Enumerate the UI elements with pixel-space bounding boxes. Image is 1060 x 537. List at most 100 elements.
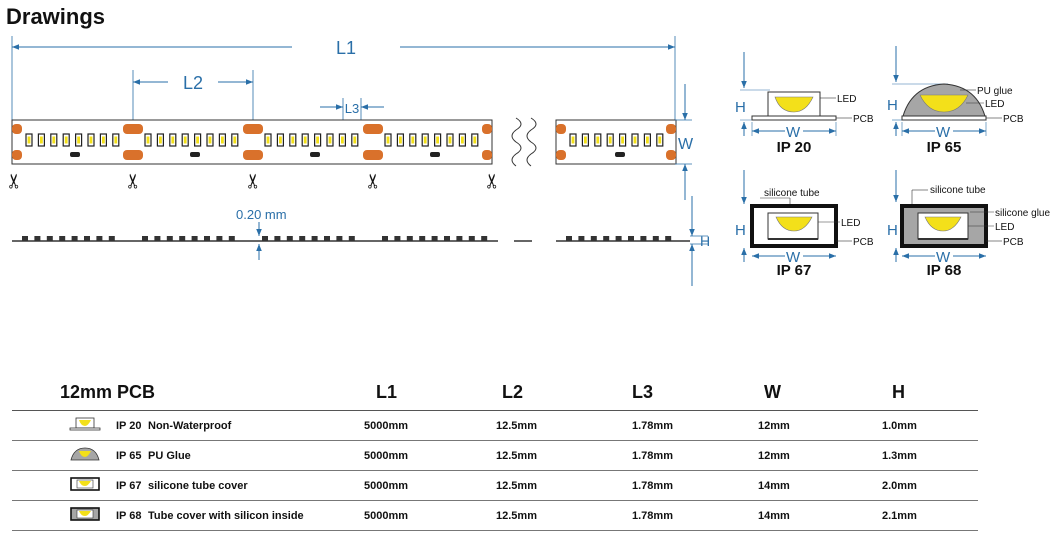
smd-led	[231, 133, 239, 147]
ip20-name: IP 20	[777, 139, 812, 156]
ip67-profile-icon	[70, 477, 100, 491]
solder-pad	[363, 124, 383, 134]
smd-led	[434, 133, 442, 147]
smd-led	[421, 133, 429, 147]
l2-label: L2	[183, 73, 203, 93]
ip68-name: IP 68	[927, 262, 962, 279]
page-title: Drawings	[6, 4, 106, 29]
side-led	[382, 236, 388, 241]
side-led	[603, 236, 610, 241]
led-strip-top-view	[11, 117, 677, 167]
smd-led	[87, 133, 95, 147]
ip20-profile-icon	[69, 417, 101, 431]
solder-pad	[12, 124, 22, 134]
ip67-led-label: LED	[841, 218, 860, 229]
smd-led	[99, 133, 108, 147]
smd-led	[112, 133, 120, 147]
ip67-name: IP 67	[777, 262, 812, 279]
thickness-dimension: 0.20 mm	[236, 207, 287, 260]
smd-led	[301, 133, 309, 147]
smd-led	[396, 133, 404, 147]
smd-led	[206, 133, 214, 147]
solder-pad	[123, 124, 143, 134]
ip67-pcb-label: PCB	[853, 237, 874, 248]
thickness-label: 0.20 mm	[236, 207, 287, 222]
side-led	[590, 236, 597, 241]
side-led	[311, 236, 318, 241]
l2-dimension: L2	[132, 70, 254, 120]
ip68-cross-section: H silicone tube silicone glue LED PCB W …	[887, 170, 1050, 279]
table-row: IP 65 PU Glue 5000mm 12.5mm 1.78mm 12mm …	[12, 441, 978, 471]
row-code: IP 67	[116, 480, 142, 492]
resistor	[430, 152, 440, 157]
h-label: H	[700, 233, 710, 249]
smd-led	[618, 133, 627, 147]
ip65-pcb-label: PCB	[1003, 114, 1024, 125]
solder-pad	[243, 124, 263, 134]
side-led	[154, 236, 161, 241]
side-led	[431, 236, 438, 241]
resistor	[190, 152, 200, 157]
row-w: 12mm	[758, 420, 790, 432]
row-l1: 5000mm	[364, 420, 409, 432]
ip65-cross-section: H PU glue LED PCB W IP 65	[887, 46, 1024, 156]
side-led	[456, 236, 463, 241]
smd-led	[351, 133, 359, 147]
row-w: 14mm	[758, 510, 790, 522]
smd-led	[181, 133, 189, 147]
row-desc: silicone tube cover	[148, 480, 248, 492]
header-w: W	[764, 382, 781, 402]
side-led	[96, 236, 103, 241]
ip65-h-label: H	[887, 97, 898, 114]
side-led	[59, 236, 66, 241]
side-led	[46, 236, 53, 241]
smd-led	[62, 133, 70, 147]
break-symbol	[511, 117, 537, 167]
smd-led	[276, 133, 284, 147]
led-strip-side-view	[12, 236, 690, 242]
side-led	[179, 236, 186, 241]
side-led	[348, 236, 355, 241]
scissors-icon: ✂	[363, 173, 385, 190]
side-led	[444, 236, 450, 241]
l1-label: L1	[336, 38, 356, 58]
row-l1: 5000mm	[364, 480, 409, 492]
side-led	[274, 236, 281, 241]
side-led	[22, 236, 28, 241]
row-h: 1.0mm	[882, 420, 917, 432]
row-h: 2.0mm	[882, 480, 917, 492]
table-header: 12mm PCB L1 L2 L3 W H	[12, 378, 978, 411]
smd-led	[656, 133, 664, 147]
smd-led	[384, 133, 392, 147]
side-led	[166, 236, 173, 241]
w-label: W	[678, 136, 694, 153]
ip20-led-label: LED	[837, 94, 856, 105]
smd-led	[581, 133, 590, 147]
smd-led	[194, 133, 202, 147]
solder-pad	[363, 150, 383, 160]
row-l3: 1.78mm	[632, 420, 673, 432]
smd-led	[338, 133, 346, 147]
row-w: 14mm	[758, 480, 790, 492]
ip68-tube-label: silicone tube	[930, 185, 986, 196]
row-l3: 1.78mm	[632, 480, 673, 492]
row-desc: Non-Waterproof	[148, 420, 232, 432]
smd-led	[289, 133, 297, 147]
scissors-icon: ✂	[123, 173, 145, 190]
side-led	[108, 236, 115, 241]
ip68-pcb-label: PCB	[1003, 237, 1024, 248]
smd-led	[264, 133, 272, 147]
ip20-pcb-label: PCB	[853, 114, 874, 125]
table-row: IP 20 Non-Waterproof 5000mm 12.5mm 1.78m…	[12, 411, 978, 441]
side-led	[324, 236, 330, 241]
smd-led	[606, 133, 614, 147]
ip20-cross-section: H LED PCB W IP 20	[735, 52, 874, 156]
resistor	[310, 152, 320, 157]
l1-dimension: L1	[11, 36, 676, 120]
ip68-glue-label: silicone glue	[995, 208, 1050, 219]
side-led	[204, 236, 210, 241]
solder-pad	[123, 150, 143, 160]
smd-led	[169, 133, 177, 147]
side-led	[640, 236, 647, 241]
l3-dimension: L3	[320, 98, 384, 120]
